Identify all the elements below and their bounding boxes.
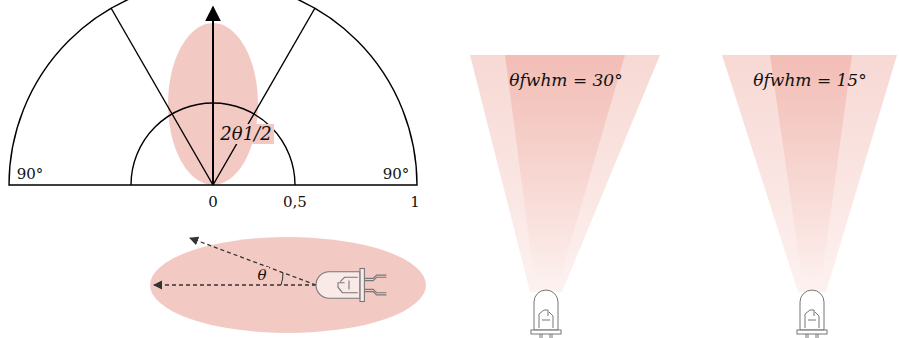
half-angle-line xyxy=(111,8,213,185)
led xyxy=(797,290,827,338)
outer-semicircle xyxy=(9,0,417,185)
axis-arrow xyxy=(212,7,214,185)
angle-arc xyxy=(281,273,283,285)
scale-label: 1 xyxy=(410,194,420,211)
angle-label: θ xyxy=(255,267,268,284)
scale-label: 0,5 xyxy=(283,194,307,211)
half-angle-line xyxy=(213,8,315,185)
light-beam xyxy=(470,55,660,292)
ray-arrow xyxy=(190,238,316,285)
scale-label: 0 xyxy=(208,194,218,211)
light-beam-core xyxy=(770,55,852,292)
angle-label: 2θ1/2 xyxy=(218,124,273,144)
emission-lobe xyxy=(150,237,426,333)
light-beam xyxy=(722,55,897,292)
led xyxy=(316,269,386,302)
light-beam-core xyxy=(505,55,625,292)
beam-label: θfwhm = 30° xyxy=(509,71,622,90)
angle-label: 90° xyxy=(383,166,410,183)
axis-arrow xyxy=(154,284,316,285)
beam-label: θfwhm = 15° xyxy=(753,71,866,90)
led xyxy=(531,290,561,338)
angle-label: 90° xyxy=(17,166,44,183)
